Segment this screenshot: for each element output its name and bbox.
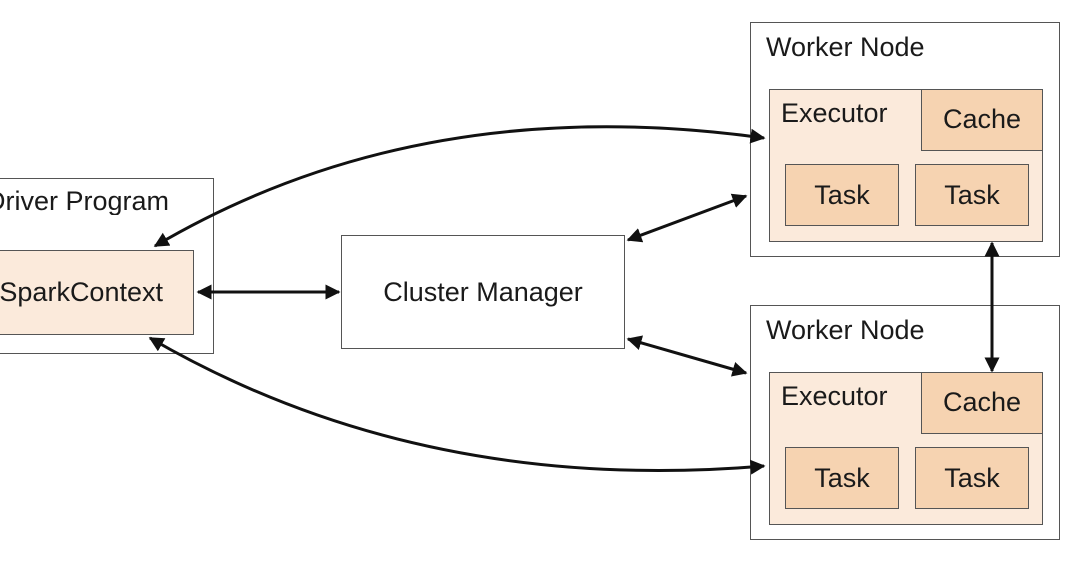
executor-1-box: Executor Cache Task Task	[769, 88, 1043, 242]
worker-node-2: Worker Node Executor Cache Task Task	[750, 305, 1060, 540]
worker-node-1-title: Worker Node	[766, 32, 925, 62]
task-1a-label: Task	[814, 179, 870, 210]
arrow-sparkcontext-executor-1	[153, 125, 766, 248]
arrow-sparkcontext-executor-2	[148, 336, 766, 475]
arrow-cluster-manager-worker-1	[626, 193, 748, 243]
task-1a-box: Task	[785, 164, 899, 226]
task-2a-label: Task	[814, 462, 870, 493]
task-1b-box: Task	[915, 164, 1029, 226]
cluster-manager-label: Cluster Manager	[383, 276, 583, 307]
executor-1-label: Executor	[781, 98, 888, 128]
driver-program-title: Driver Program	[0, 188, 170, 215]
cache-2-box: Cache	[921, 371, 1043, 434]
spark-context-box: SparkContext	[0, 250, 194, 335]
worker-node-2-title: Worker Node	[766, 315, 925, 345]
executor-2-label: Executor	[781, 381, 888, 411]
cache-1-box: Cache	[921, 88, 1043, 151]
task-2a-box: Task	[785, 447, 899, 509]
task-1b-label: Task	[944, 179, 1000, 210]
spark-context-label: SparkContext	[0, 277, 163, 307]
worker-node-1: Worker Node Executor Cache Task Task	[750, 22, 1060, 257]
cluster-manager-box: Cluster Manager	[341, 235, 625, 349]
cache-1-label: Cache	[942, 104, 1022, 134]
arrow-cluster-manager-worker-2	[626, 335, 748, 377]
executor-2-box: Executor Cache Task Task	[769, 371, 1043, 525]
cache-2-label: Cache	[942, 387, 1022, 417]
task-2b-box: Task	[915, 447, 1029, 509]
task-2b-label: Task	[944, 462, 1000, 493]
